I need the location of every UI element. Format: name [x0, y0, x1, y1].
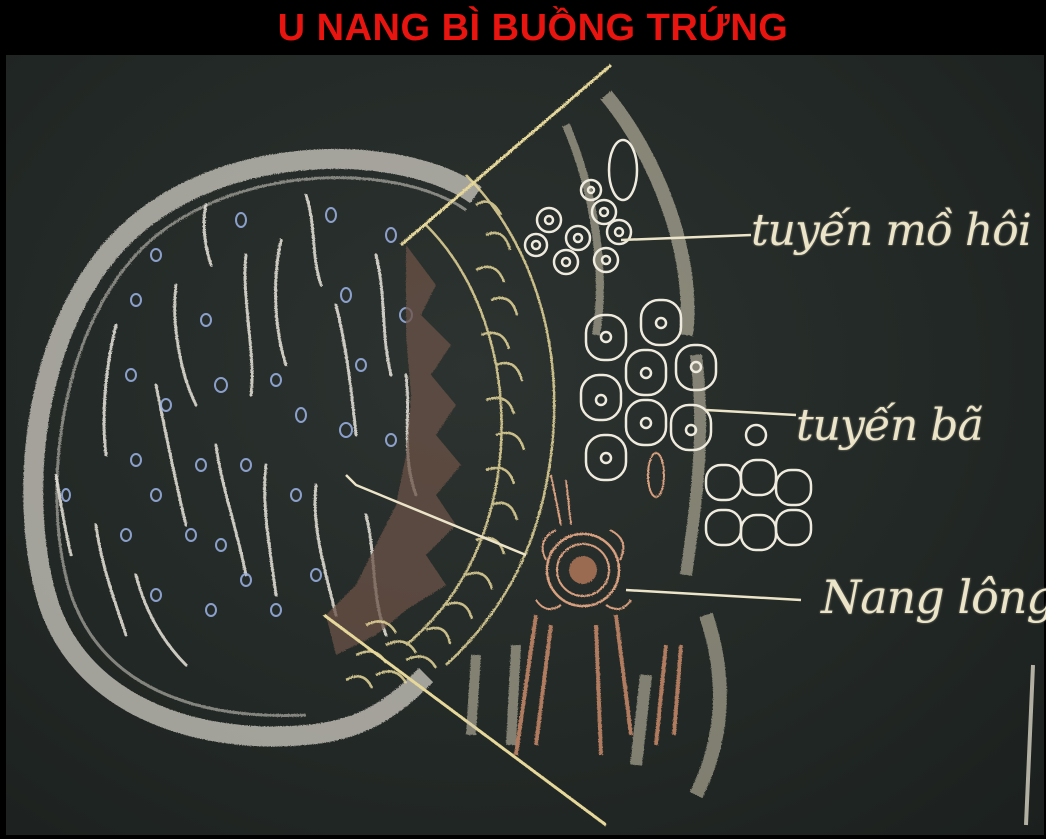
cyst-wall [23, 148, 482, 747]
sebaceous-gland-cells [579, 298, 813, 552]
skin-section-outline [323, 63, 612, 827]
pointer-sweat-gland [620, 233, 752, 242]
label-sebaceous-gland: tuyến bã [796, 400, 984, 451]
pointer-hair-follicle [625, 588, 802, 602]
cyst-cells [61, 207, 413, 617]
label-sweat-gland: tuyến mồ hôi [751, 205, 1032, 256]
diagram-title: U NANG BÌ BUỒNG TRỨNG [277, 6, 789, 49]
sweat-gland-cells [523, 138, 639, 276]
pointer-sebaceous-gland [705, 408, 797, 417]
hair-follicle [514, 452, 683, 756]
board-edge-marks [1024, 664, 1035, 826]
cyst-wall-tissue [326, 245, 461, 655]
chalk-drawing [23, 63, 1035, 827]
label-pointer-lines [345, 233, 802, 602]
chalkboard: tuyến mồ hôi tuyến bã Nang lông [6, 55, 1046, 835]
epidermis-layer [345, 174, 556, 689]
title-bar: U NANG BÌ BUỒNG TRỨNG [0, 0, 1046, 56]
label-hair-follicle: Nang lông [821, 570, 1046, 624]
dermis-layer [466, 90, 727, 799]
